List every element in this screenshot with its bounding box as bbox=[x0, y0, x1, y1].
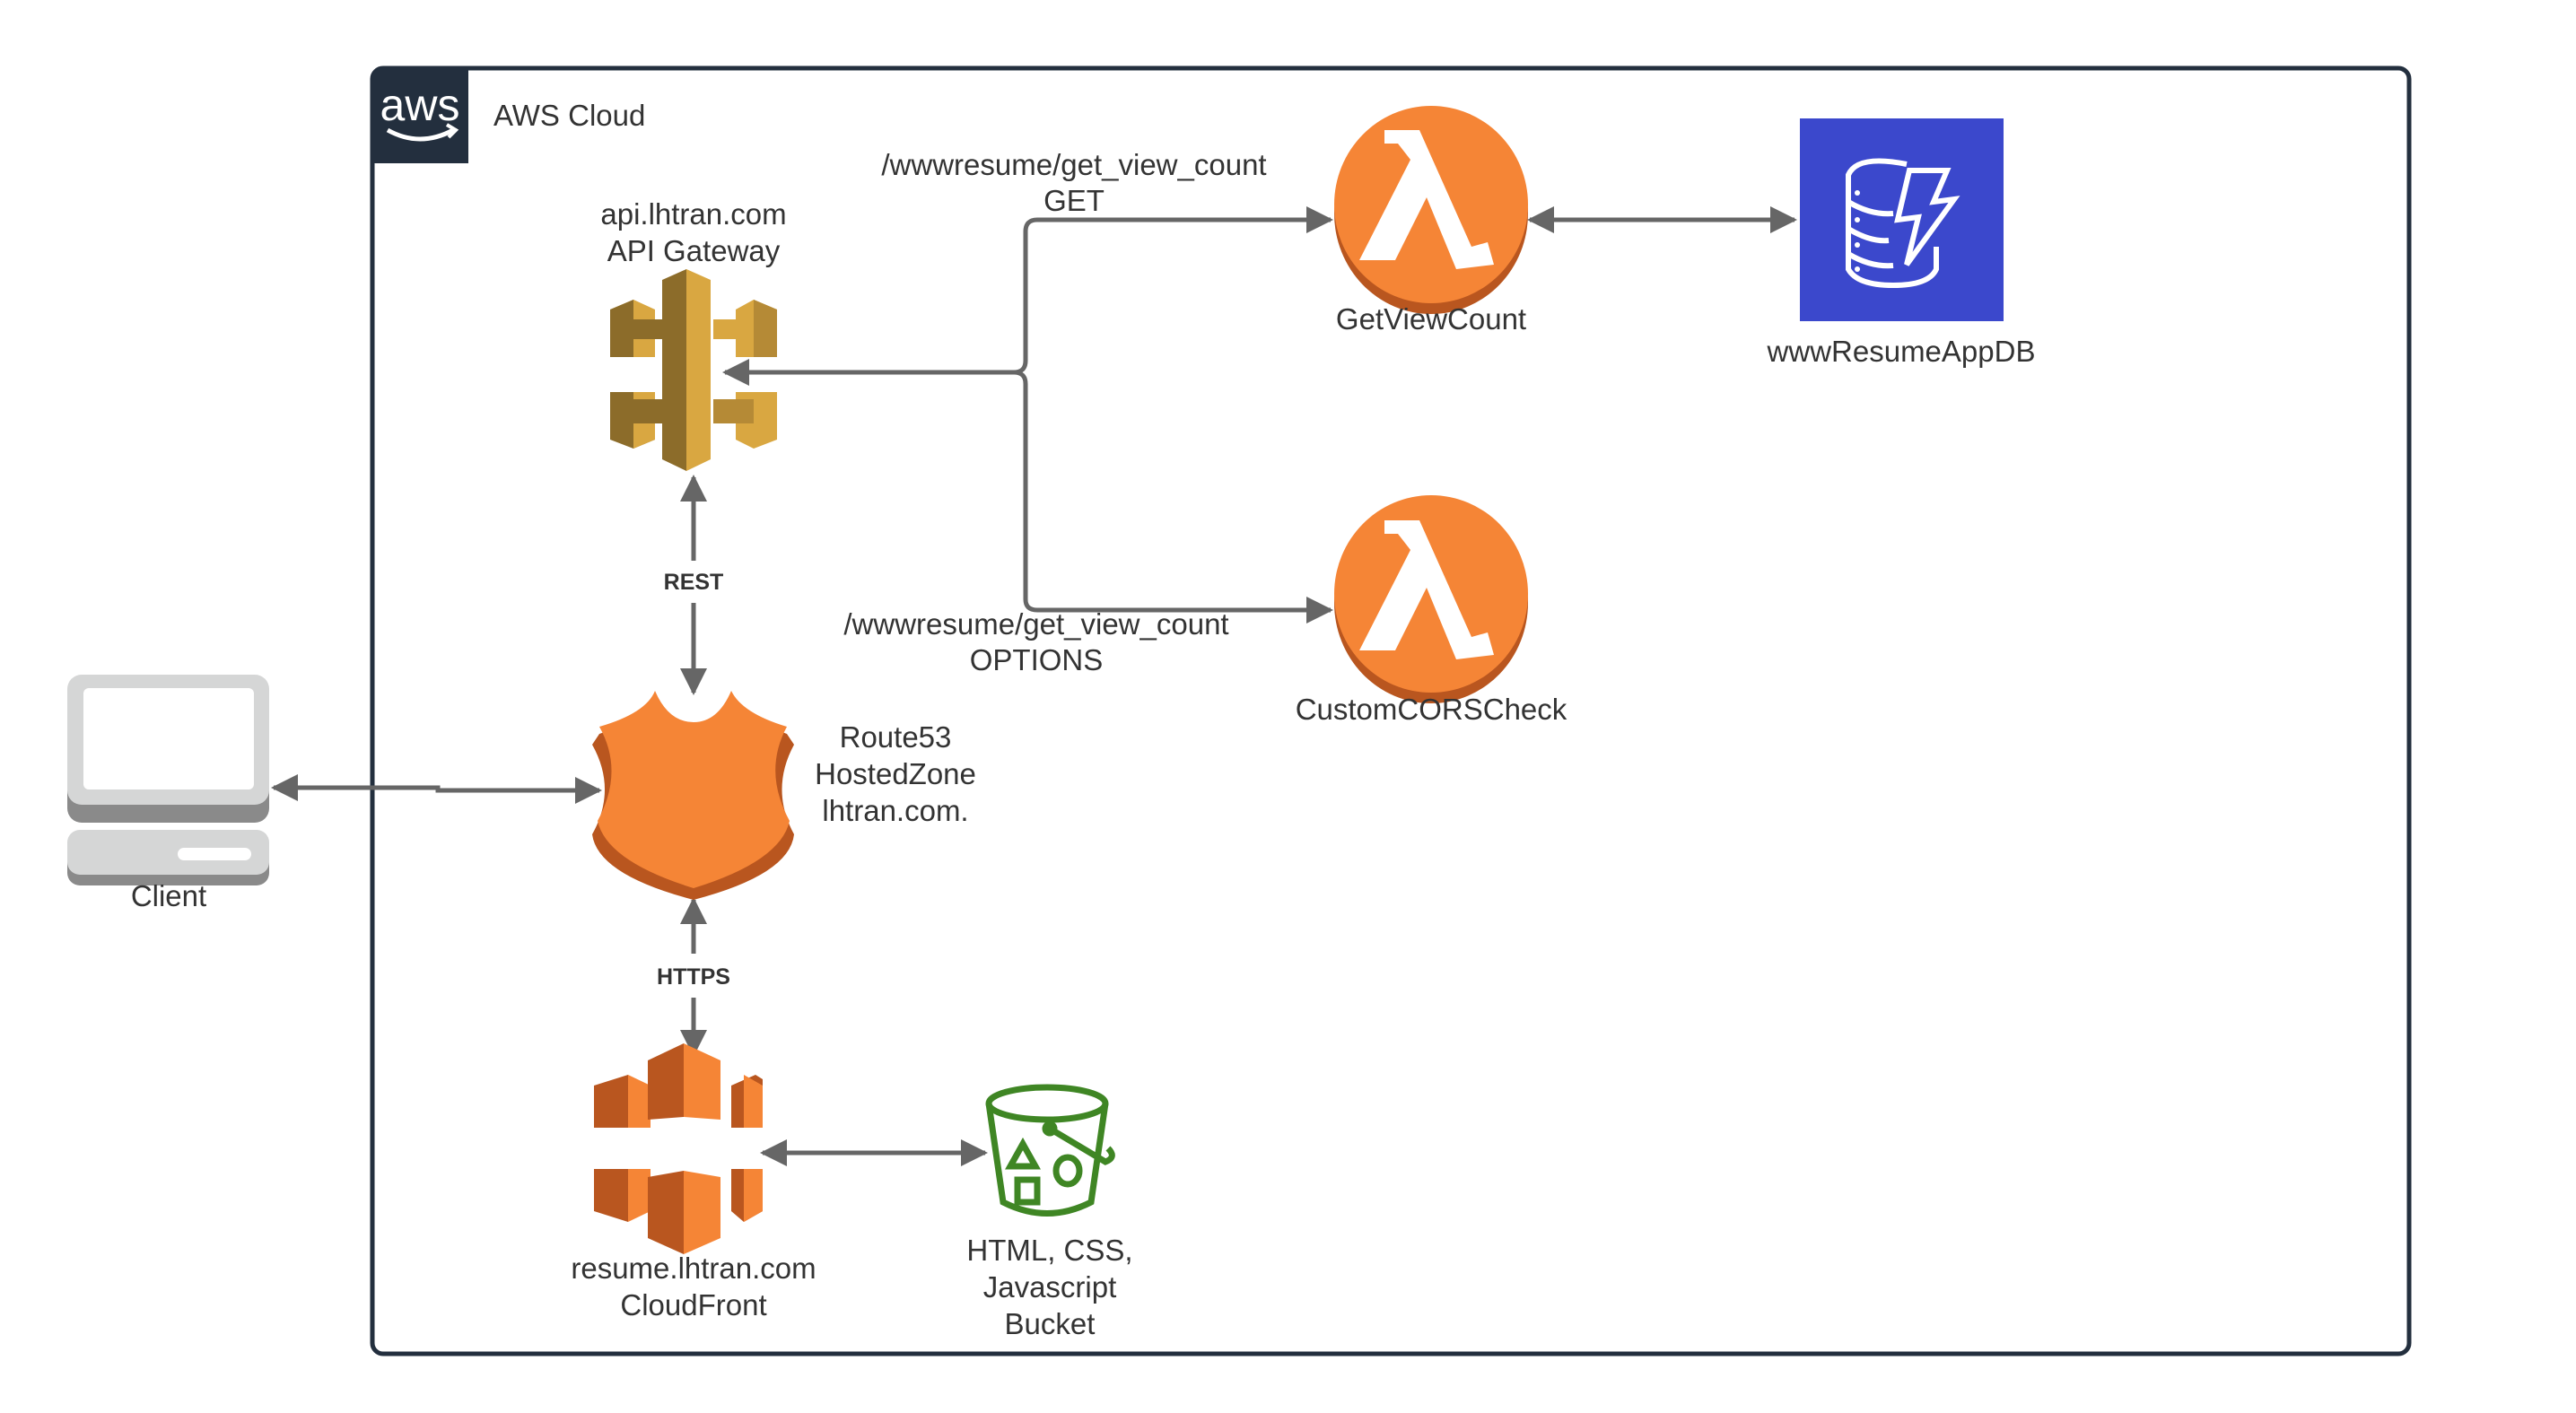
bucket-label-line1: HTML, CSS, bbox=[966, 1234, 1132, 1267]
cloudfront-domain: resume.lhtran.com bbox=[571, 1252, 816, 1285]
route53-hostedzone: HostedZone bbox=[815, 757, 976, 790]
client-label: Client bbox=[131, 879, 206, 912]
client-node[interactable]: Client bbox=[67, 675, 269, 912]
dynamodb-node[interactable]: wwwResumeAppDB bbox=[1767, 118, 2036, 368]
get-route-path: /wwwresume/get_view_count bbox=[881, 148, 1266, 181]
cloudfront-node[interactable]: resume.lhtran.com CloudFront bbox=[571, 1043, 816, 1321]
api-gateway-title: API Gateway bbox=[607, 234, 781, 267]
aws-logo-icon: aws bbox=[372, 68, 468, 163]
route53-icon bbox=[592, 691, 794, 900]
options-route-method: OPTIONS bbox=[970, 643, 1104, 676]
lambda-getviewcount-label: GetViewCount bbox=[1336, 302, 1526, 336]
api-gateway-icon bbox=[610, 269, 777, 471]
svg-text:aws: aws bbox=[380, 80, 460, 130]
desktop-computer-icon bbox=[67, 675, 269, 885]
edge-api-to-getviewcount bbox=[722, 206, 1333, 386]
api-gateway-domain: api.lhtran.com bbox=[600, 197, 786, 231]
cloudfront-title: CloudFront bbox=[620, 1288, 766, 1321]
frame-title: AWS Cloud bbox=[493, 99, 645, 132]
lambda-getviewcount-node[interactable]: GetViewCount bbox=[1334, 106, 1528, 336]
https-label: HTTPS bbox=[657, 964, 730, 990]
cloudfront-icon bbox=[594, 1043, 763, 1254]
api-gateway-node[interactable]: api.lhtran.com API Gateway bbox=[600, 197, 787, 471]
edge-api-to-corscheck bbox=[1013, 370, 1333, 624]
lambda-corscheck-label: CustomCORSCheck bbox=[1296, 693, 1567, 726]
aws-cloud-frame: aws AWS Cloud bbox=[370, 65, 2412, 1356]
rest-label: REST bbox=[664, 570, 724, 595]
dynamodb-icon bbox=[1800, 118, 2004, 321]
s3-bucket-icon bbox=[985, 1084, 1115, 1217]
options-route-path: /wwwresume/get_view_count bbox=[843, 607, 1228, 641]
route53-node[interactable]: Route53 HostedZone lhtran.com. bbox=[592, 691, 976, 900]
bucket-label-line2: Javascript bbox=[983, 1270, 1117, 1304]
lambda-corscheck-node[interactable]: CustomCORSCheck bbox=[1296, 495, 1567, 726]
route53-domain: lhtran.com. bbox=[822, 794, 968, 827]
lambda-icon bbox=[1334, 106, 1528, 314]
bucket-label-line3: Bucket bbox=[1005, 1307, 1096, 1340]
route53-title: Route53 bbox=[840, 720, 952, 754]
edge-client-to-route53 bbox=[271, 774, 602, 804]
lambda-icon bbox=[1334, 495, 1528, 703]
s3-bucket-node[interactable]: HTML, CSS, Javascript Bucket bbox=[966, 1084, 1133, 1340]
get-route-method: GET bbox=[1043, 184, 1105, 217]
connectors bbox=[271, 206, 1797, 1166]
dynamodb-label: wwwResumeAppDB bbox=[1767, 335, 2036, 368]
